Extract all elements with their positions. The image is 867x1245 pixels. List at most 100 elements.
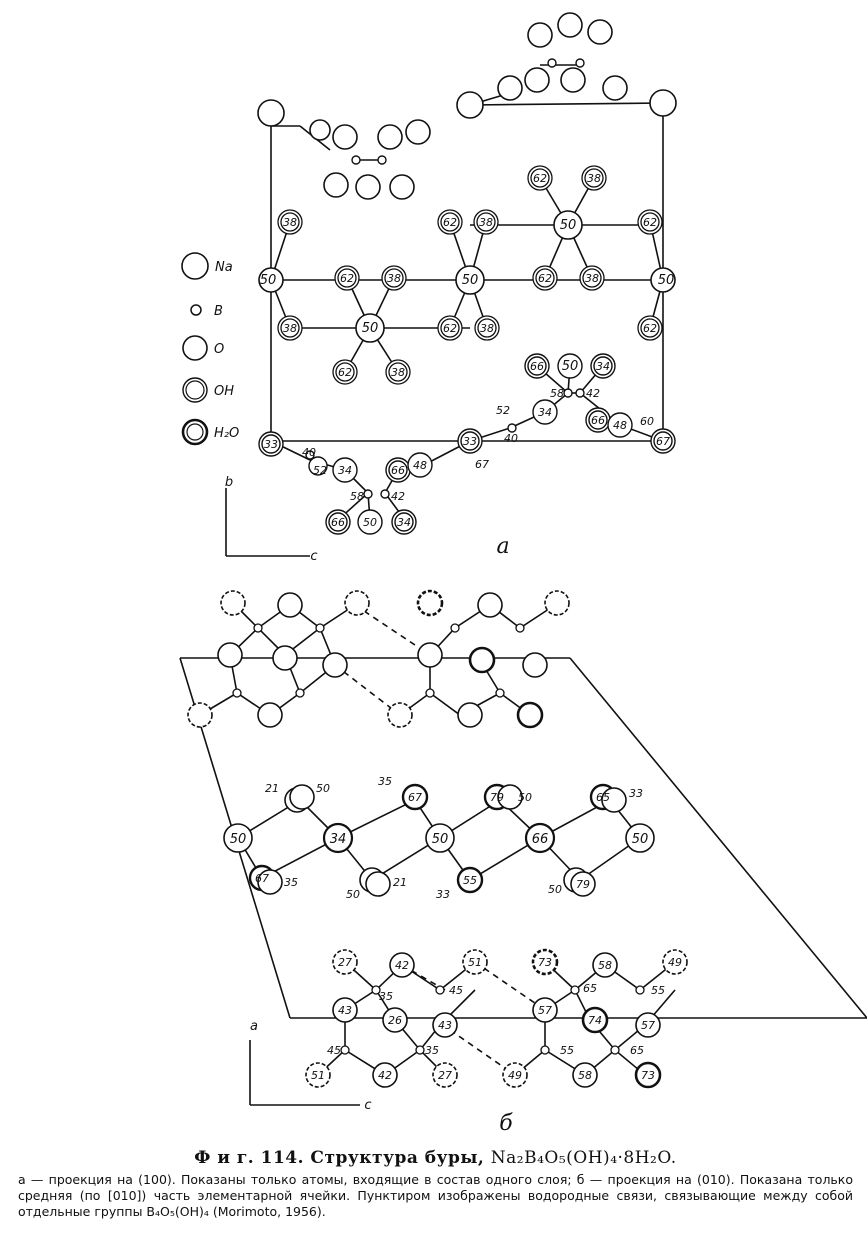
label-na-50: 50 <box>658 273 675 288</box>
label-67: 67 <box>408 791 422 804</box>
panel-a-atom-labels: 50 50 50 50 50 50 38 38 38 38 38 38 38 3… <box>225 172 674 564</box>
panel-a-label: a <box>496 534 509 559</box>
label-21: 21 <box>265 782 279 795</box>
label-27: 27 <box>438 1069 452 1082</box>
label-h2o-62: 62 <box>538 272 552 285</box>
label-na-50: 50 <box>560 218 577 233</box>
label-34: 34 <box>330 832 347 847</box>
label-58: 58 <box>578 1069 592 1082</box>
label-66: 66 <box>530 360 544 373</box>
label-h2o-62: 62 <box>443 216 457 229</box>
label-42: 42 <box>586 387 600 400</box>
label-26: 26 <box>388 1014 402 1027</box>
label-57: 57 <box>641 1019 655 1032</box>
panel-a-projection-100 <box>225 64 664 557</box>
label-66: 66 <box>532 832 549 847</box>
label-50: 50 <box>432 832 449 847</box>
label-42: 42 <box>395 959 409 972</box>
label-21: 21 <box>393 876 407 889</box>
axis-a-label: a <box>250 1019 258 1034</box>
label-50: 50 <box>230 832 247 847</box>
label-33: 33 <box>463 435 477 448</box>
label-34: 34 <box>338 464 352 477</box>
label-33: 33 <box>264 438 278 451</box>
label-27: 27 <box>338 956 352 969</box>
label-oh-38: 38 <box>387 272 401 285</box>
label-52: 52 <box>496 404 510 417</box>
label-67: 67 <box>656 435 670 448</box>
caption-title: Ф и г. 114. Структура буры, Na₂B₄O₅(OH)₄… <box>18 1148 853 1168</box>
label-50: 50 <box>518 791 532 804</box>
label-65: 65 <box>596 791 610 804</box>
legend-b-symbol <box>190 304 202 316</box>
panel-b-label: б <box>499 1111 513 1136</box>
label-oh-38: 38 <box>585 272 599 285</box>
label-79: 79 <box>490 791 504 804</box>
panel-a-atoms <box>257 12 677 535</box>
legend-oh-label: OH <box>214 384 234 399</box>
label-35: 35 <box>379 990 393 1003</box>
figure-caption: Ф и г. 114. Структура буры, Na₂B₄O₅(OH)₄… <box>18 1148 853 1220</box>
label-66: 66 <box>391 464 405 477</box>
label-73: 73 <box>641 1069 655 1082</box>
label-40: 40 <box>302 446 316 459</box>
label-48: 48 <box>413 459 427 472</box>
label-43: 43 <box>338 1004 352 1017</box>
panel-b-projection-010 <box>179 604 867 1106</box>
label-43: 43 <box>438 1019 452 1032</box>
label-52: 52 <box>313 464 327 477</box>
label-65: 65 <box>583 982 597 995</box>
label-50: 50 <box>316 782 330 795</box>
label-51: 51 <box>311 1069 325 1082</box>
label-33: 33 <box>629 787 643 800</box>
label-50: 50 <box>632 832 649 847</box>
label-40: 40 <box>504 432 518 445</box>
label-55: 55 <box>651 984 665 997</box>
label-65: 65 <box>630 1044 644 1057</box>
label-h2o-62: 62 <box>338 366 352 379</box>
label-33: 33 <box>436 888 450 901</box>
label-57: 57 <box>538 1004 552 1017</box>
label-h2o-62: 62 <box>443 322 457 335</box>
legend-o-label: O <box>214 342 224 357</box>
label-h2o-62: 62 <box>340 272 354 285</box>
label-49: 49 <box>668 956 682 969</box>
label-49: 49 <box>508 1069 522 1082</box>
legend-o-symbol <box>182 335 208 361</box>
label-58: 58 <box>550 387 564 400</box>
label-h2o-62: 62 <box>533 172 547 185</box>
label-34: 34 <box>538 406 552 419</box>
axis-c-label: c <box>310 549 317 564</box>
label-45: 45 <box>327 1044 341 1057</box>
label-66: 66 <box>331 516 345 529</box>
label-oh-38: 38 <box>587 172 601 185</box>
label-na-50: 50 <box>562 359 579 374</box>
label-oh-38: 38 <box>283 216 297 229</box>
label-35: 35 <box>284 876 298 889</box>
label-na-50: 50 <box>362 321 379 336</box>
label-58: 58 <box>598 959 612 972</box>
label-50: 50 <box>363 516 377 529</box>
legend-b-label: B <box>214 304 223 319</box>
label-na-50: 50 <box>462 273 479 288</box>
label-79: 79 <box>576 878 590 891</box>
label-48: 48 <box>613 419 627 432</box>
label-oh-38: 38 <box>480 322 494 335</box>
label-55: 55 <box>560 1044 574 1057</box>
label-73: 73 <box>538 956 552 969</box>
label-na-50: 50 <box>260 273 277 288</box>
legend: Na B O OH H₂O <box>181 252 239 446</box>
label-45: 45 <box>449 984 463 997</box>
label-66: 66 <box>591 414 605 427</box>
label-oh-38: 38 <box>283 322 297 335</box>
label-oh-38: 38 <box>479 216 493 229</box>
caption-title-prefix: Ф и г. 114. Структура буры, <box>194 1148 485 1168</box>
panel-b-atoms <box>187 589 688 1089</box>
legend-na-label: Na <box>215 260 233 275</box>
label-35: 35 <box>378 775 392 788</box>
label-34: 34 <box>397 516 411 529</box>
label-oh-38: 38 <box>391 366 405 379</box>
label-74: 74 <box>588 1014 602 1027</box>
label-34: 34 <box>596 360 610 373</box>
